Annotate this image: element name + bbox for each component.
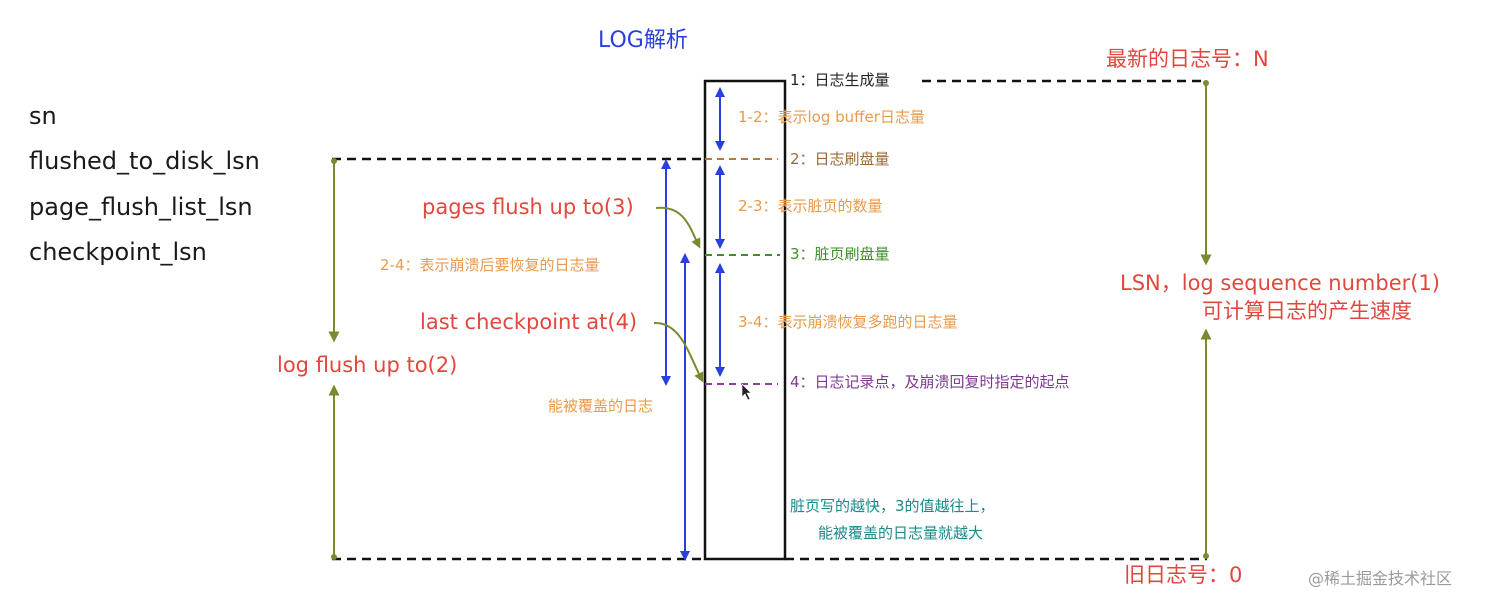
point-1-label: 1：日志生成量 bbox=[790, 71, 890, 89]
point-3-label: 3：脏页刷盘量 bbox=[790, 245, 890, 263]
annotation-last-checkpoint: last checkpoint at(4) bbox=[420, 310, 638, 334]
label-newest: 最新的日志号：N bbox=[1106, 47, 1269, 71]
point-2-label: 2：日志刷盘量 bbox=[790, 150, 890, 168]
annotation-range-2-4: 2-4：表示崩溃后要恢复的日志量 bbox=[380, 256, 600, 274]
dot-oldest bbox=[1203, 553, 1209, 559]
var-sn: sn bbox=[29, 102, 57, 130]
diagram-title: LOG解析 bbox=[598, 28, 688, 53]
var-page-flush-list-lsn: page_flush_list_lsn bbox=[29, 193, 253, 221]
watermark: @稀土掘金技术社区 bbox=[1308, 569, 1453, 588]
annotation-overwritable: 能被覆盖的日志 bbox=[548, 397, 654, 415]
note-line1: 脏页写的越快，3的值越往上， bbox=[790, 497, 995, 515]
cursor-icon bbox=[741, 383, 752, 401]
label-lsn-line2: 可计算日志的产生速度 bbox=[1202, 299, 1412, 323]
range-2-3-label: 2-3：表示脏页的数量 bbox=[738, 197, 883, 215]
var-checkpoint-lsn: checkpoint_lsn bbox=[29, 238, 207, 266]
label-oldest: 旧日志号：0 bbox=[1124, 563, 1243, 587]
annotation-pages-flush: pages flush up to(3) bbox=[422, 195, 634, 219]
range-1-2-label: 1-2：表示log buffer日志量 bbox=[738, 108, 925, 126]
curve-pages-flush bbox=[655, 206, 701, 249]
var-flushed-to-disk-lsn: flushed_to_disk_lsn bbox=[29, 147, 260, 175]
label-lsn-line1: LSN，log sequence number(1) bbox=[1120, 271, 1441, 295]
dot-flushed bbox=[331, 158, 337, 164]
dot-left-bottom bbox=[331, 554, 337, 560]
annotation-log-flush: log flush up to(2) bbox=[277, 353, 458, 377]
range-3-4-label: 3-4：表示崩溃恢复多跑的日志量 bbox=[738, 313, 958, 331]
note-line2: 能被覆盖的日志量就越大 bbox=[818, 524, 984, 542]
point-4-label: 4：日志记录点，及崩溃回复时指定的起点 bbox=[790, 373, 1070, 391]
log-column bbox=[703, 79, 787, 561]
dot-newest bbox=[1203, 80, 1209, 86]
curve-last-checkpoint bbox=[653, 321, 704, 383]
